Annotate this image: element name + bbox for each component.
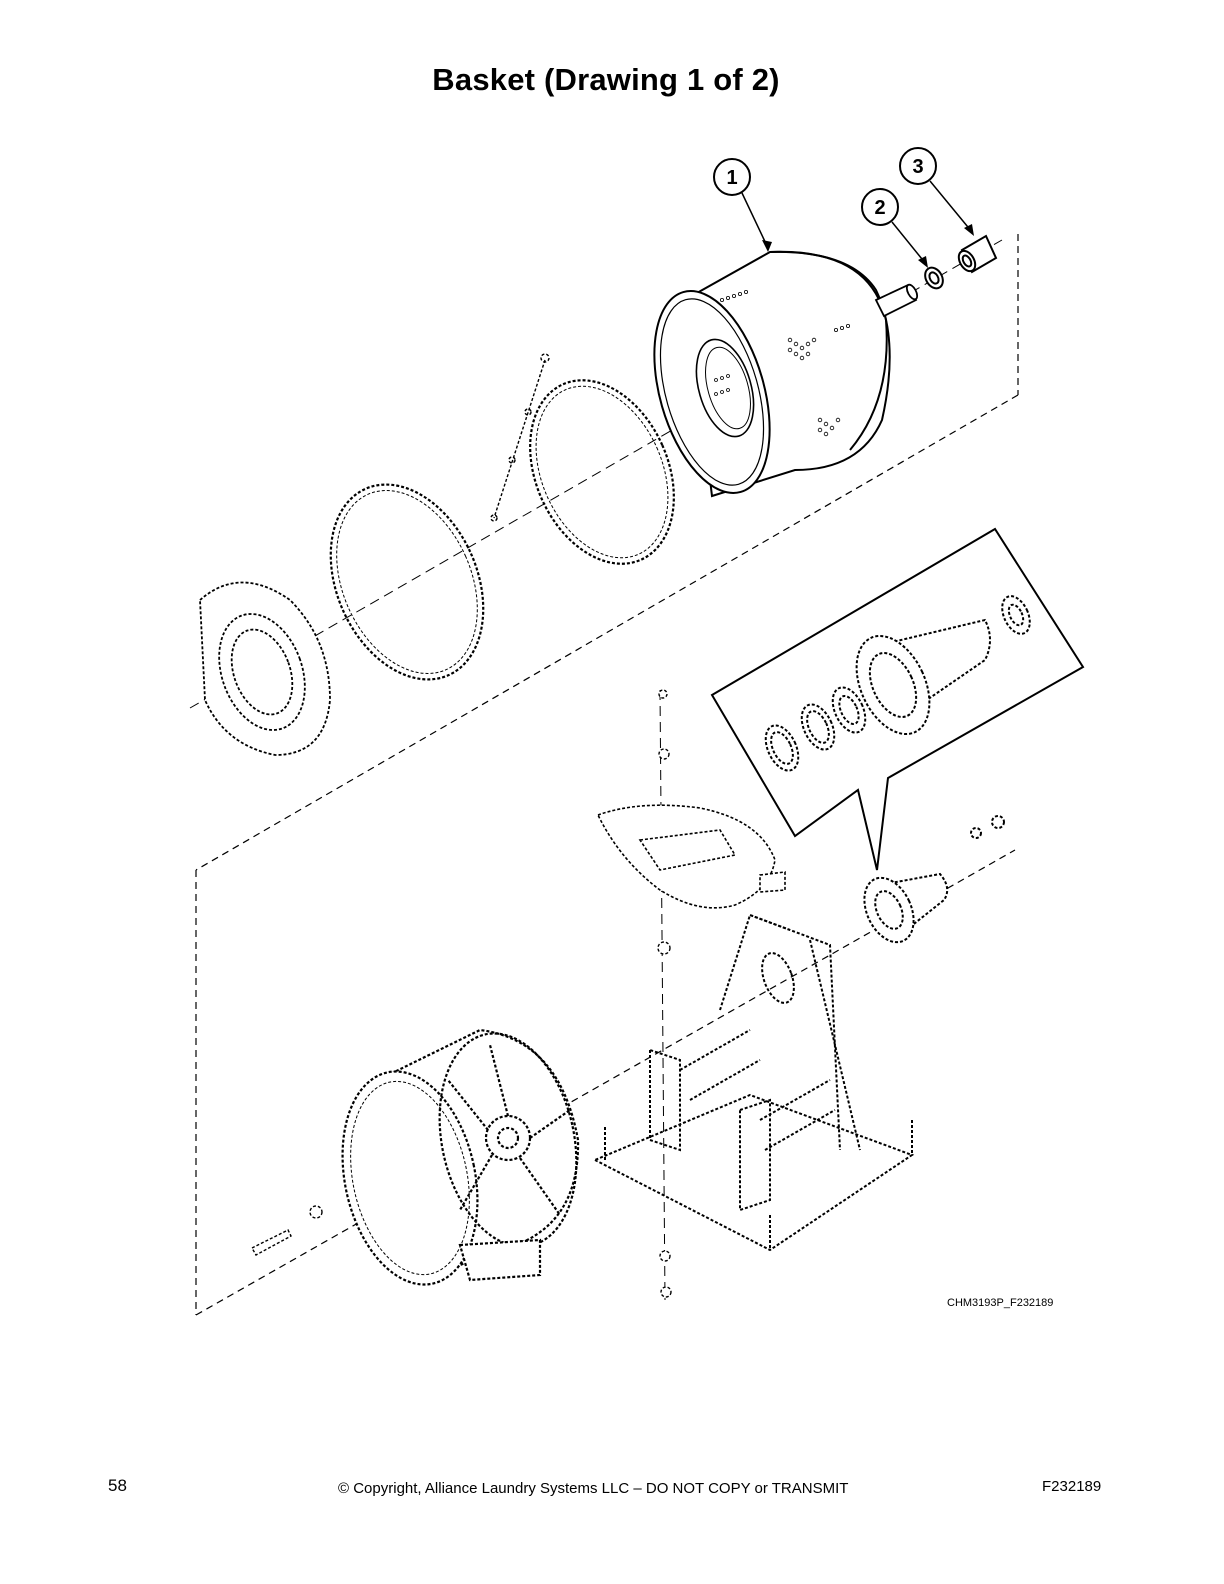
shaft-centerline: [189, 239, 1003, 1301]
ghost-rear-plate: [199, 581, 331, 756]
detail-parts: [764, 595, 1031, 772]
ghost-bolt-chain: [490, 353, 550, 522]
bushing: [957, 234, 998, 274]
basket-perforations: [714, 289, 851, 437]
ghost-vertical-hardware: [657, 689, 672, 1298]
callout-1: 1: [713, 158, 772, 252]
callout-1-label: 1: [726, 167, 737, 189]
basket-cylinder: [653, 250, 891, 498]
basket-shaft: [874, 283, 919, 318]
ghost-rings: [329, 379, 675, 681]
page-title: Basket (Drawing 1 of 2): [432, 62, 780, 97]
callout-2-label: 2: [874, 197, 885, 219]
ghost-bearing-housing: [596, 804, 786, 909]
drawing-code: CHM3193P_F232189: [947, 1297, 1054, 1309]
ghost-drum: [341, 1028, 580, 1286]
copyright-notice: © Copyright, Alliance Laundry Systems LL…: [338, 1480, 849, 1497]
callout-3-label: 3: [912, 156, 923, 178]
callout-2: 2: [861, 188, 928, 268]
hub-assembly: [863, 815, 1005, 944]
frame-stand: [592, 913, 915, 1252]
document-code: F232189: [1042, 1478, 1102, 1495]
callout-3: 3: [899, 147, 974, 236]
seal-ring: [924, 266, 944, 290]
page-number: 58: [108, 1476, 127, 1495]
ghost-bolt: [251, 1205, 323, 1256]
